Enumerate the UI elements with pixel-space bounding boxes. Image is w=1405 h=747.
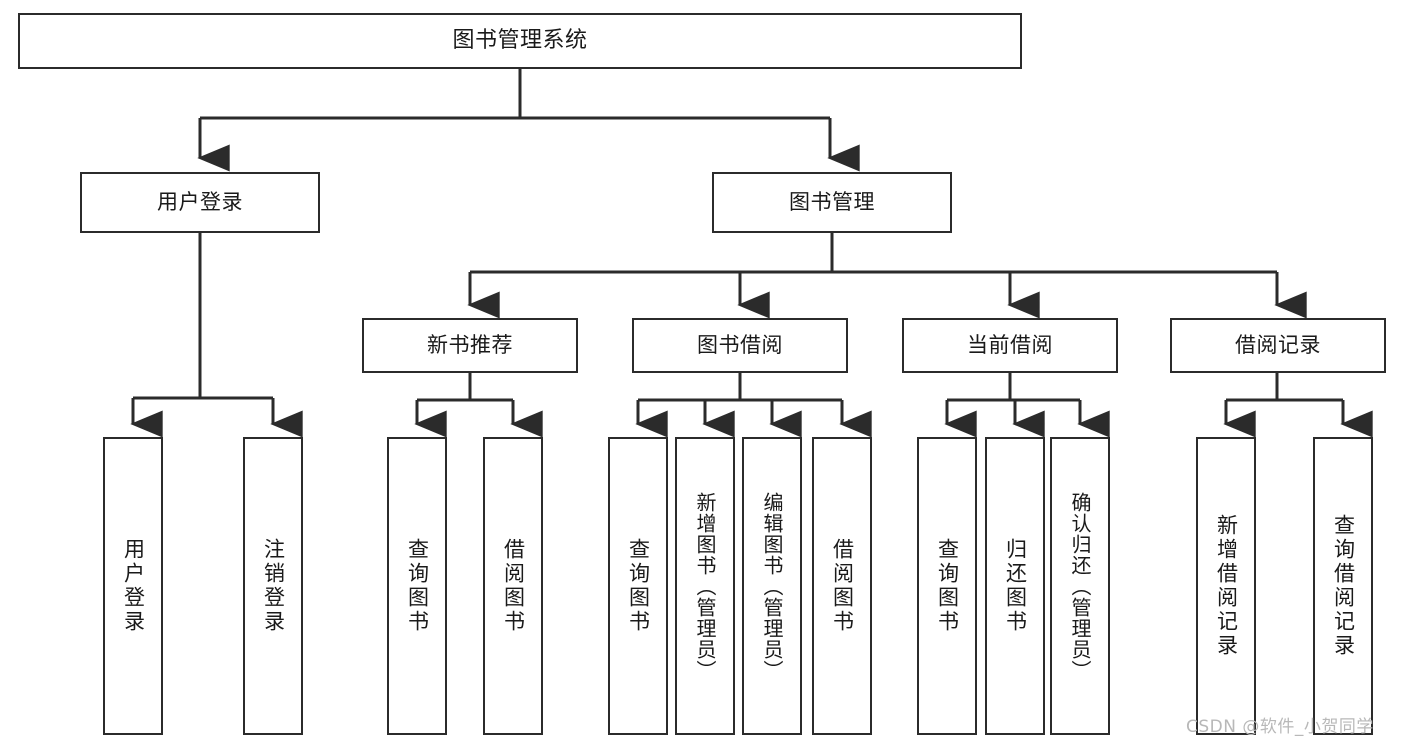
node-label: 借阅图书 xyxy=(830,538,855,634)
node-label: 查询图书 xyxy=(935,538,960,634)
node-current-borrow[interactable]: 当前借阅 xyxy=(902,318,1118,373)
node-label: 新书推荐 xyxy=(427,332,513,357)
leaf-record-add-record[interactable]: 新增借阅记录 xyxy=(1196,437,1256,735)
node-label: 查询图书 xyxy=(626,538,651,634)
node-borrow-record[interactable]: 借阅记录 xyxy=(1170,318,1386,373)
node-label: 查询借阅记录 xyxy=(1331,514,1356,658)
node-label: 新增图书（管理员） xyxy=(693,491,717,681)
node-root-system[interactable]: 图书管理系统 xyxy=(18,13,1022,69)
leaf-current-confirm-return-admin[interactable]: 确认归还（管理员） xyxy=(1050,437,1110,735)
leaf-record-query-record[interactable]: 查询借阅记录 xyxy=(1313,437,1373,735)
node-label: 图书借阅 xyxy=(697,332,783,357)
node-new-book-recommend[interactable]: 新书推荐 xyxy=(362,318,578,373)
leaf-new-book-query[interactable]: 查询图书 xyxy=(387,437,447,735)
node-label: 查询图书 xyxy=(405,538,430,634)
leaf-current-return-book[interactable]: 归还图书 xyxy=(985,437,1045,735)
node-label: 用户登录 xyxy=(121,538,146,634)
leaf-user-login-login[interactable]: 用户登录 xyxy=(103,437,163,735)
node-label: 新增借阅记录 xyxy=(1214,514,1239,658)
csdn-watermark: CSDN @软件_小贺同学 xyxy=(1186,717,1374,737)
leaf-borrow-edit-book-admin[interactable]: 编辑图书（管理员） xyxy=(742,437,802,735)
leaf-borrow-add-book-admin[interactable]: 新增图书（管理员） xyxy=(675,437,735,735)
leaf-user-login-logout[interactable]: 注销登录 xyxy=(243,437,303,735)
node-label: 图书管理 xyxy=(789,189,875,214)
node-book-borrow[interactable]: 图书借阅 xyxy=(632,318,848,373)
leaf-new-book-borrow[interactable]: 借阅图书 xyxy=(483,437,543,735)
node-user-login[interactable]: 用户登录 xyxy=(80,172,320,233)
node-label: 图书管理系统 xyxy=(452,27,588,53)
node-book-management[interactable]: 图书管理 xyxy=(712,172,952,233)
leaf-borrow-query-book[interactable]: 查询图书 xyxy=(608,437,668,735)
node-label: 借阅记录 xyxy=(1235,332,1321,357)
leaf-borrow-borrow-book[interactable]: 借阅图书 xyxy=(812,437,872,735)
node-label: 归还图书 xyxy=(1003,538,1028,634)
node-label: 确认归还（管理员） xyxy=(1068,491,1092,681)
node-label: 借阅图书 xyxy=(501,538,526,634)
node-label: 注销登录 xyxy=(261,538,286,634)
leaf-current-query-book[interactable]: 查询图书 xyxy=(917,437,977,735)
node-label: 当前借阅 xyxy=(967,332,1053,357)
node-label: 编辑图书（管理员） xyxy=(760,491,784,681)
node-label: 用户登录 xyxy=(157,189,243,214)
